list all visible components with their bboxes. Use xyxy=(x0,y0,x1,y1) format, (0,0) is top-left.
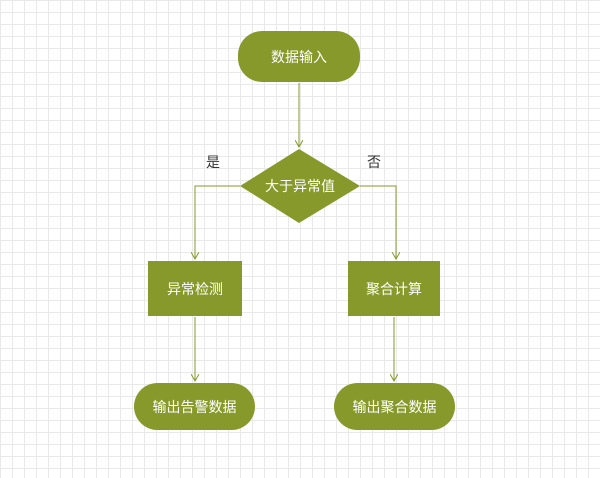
left-end-label: 输出告警数据 xyxy=(152,399,237,416)
decision-node: 大于异常值 xyxy=(240,149,360,223)
decision-node-label: 大于异常值 xyxy=(265,179,335,195)
yes-branch-label: 是 xyxy=(206,155,220,171)
right-process-label: 聚合计算 xyxy=(366,281,422,298)
start-node-label: 数据输入 xyxy=(271,49,327,66)
right-end-label: 输出聚合数据 xyxy=(352,399,437,416)
left-end-node: 输出告警数据 xyxy=(134,383,255,430)
left-process-label: 异常检测 xyxy=(167,281,223,298)
connector-decision-to-left-process xyxy=(195,185,240,259)
connector-decision-to-right-process xyxy=(360,185,396,259)
decision-diamond xyxy=(240,149,360,223)
no-branch-label: 否 xyxy=(367,155,381,171)
right-process-node: 聚合计算 xyxy=(348,261,440,316)
right-end-node: 输出聚合数据 xyxy=(334,383,455,430)
left-process-node: 异常检测 xyxy=(148,261,242,316)
start-node: 数据输入 xyxy=(238,31,360,82)
